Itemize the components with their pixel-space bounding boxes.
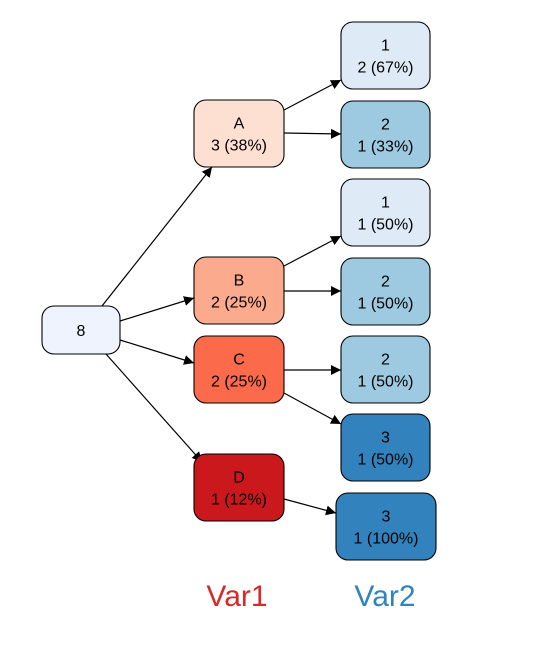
var1-node-d-box	[193, 453, 285, 522]
edge-a-to-1	[283, 79, 342, 111]
edge-root-to-a	[101, 166, 213, 307]
var1-node-b-box	[193, 256, 285, 325]
var2-node-d-3-box	[335, 492, 437, 561]
root-node-box	[41, 305, 121, 355]
var1-node-c: C 2 (25%)	[193, 335, 285, 404]
var1-node-b: B 2 (25%)	[193, 256, 285, 325]
root-node: 8	[41, 305, 121, 355]
edge-c-to-3	[283, 392, 342, 425]
var2-node-b-1-label: 1	[381, 195, 390, 212]
edge-root-to-b	[119, 296, 195, 322]
edge-d-to-3	[283, 498, 337, 516]
edge-layer	[101, 79, 342, 516]
root-node-label: 8	[77, 323, 86, 340]
var2-node-d-3-count: 1 (100%)	[354, 531, 419, 548]
var1-node-a-count: 3 (38%)	[211, 138, 267, 155]
edge-root-to-c	[119, 339, 195, 365]
var1-node-d-label: D	[233, 470, 245, 487]
var2-node-d-3-label: 3	[382, 509, 391, 526]
var1-node-c-count: 2 (25%)	[211, 374, 267, 391]
var1-node-a-label: A	[234, 116, 245, 133]
edge-b-to-1	[283, 235, 342, 267]
edge-a-to-2	[283, 128, 342, 139]
var1-axis-label: Var1	[206, 580, 267, 613]
var2-node-b-2-label: 2	[381, 274, 390, 291]
var1-node-a: A 3 (38%)	[193, 99, 285, 168]
var2-node-c-3-count: 1 (50%)	[357, 452, 413, 469]
var2-axis-label: Var2	[354, 580, 415, 613]
var2-node-a-1-count: 2 (67%)	[357, 60, 413, 77]
var2-node-c-2-label: 2	[381, 352, 390, 369]
var2-node-b-2: 2 1 (50%)	[340, 257, 431, 326]
var2-node-a-2-box	[340, 100, 431, 169]
var2-node-a-2-label: 2	[381, 117, 390, 134]
var1-node-d: D 1 (12%)	[193, 453, 285, 522]
var2-node-c-3-box	[340, 413, 431, 482]
node-layer: 8 A 3 (38%) B 2 (25%) C 2 (25%) D 1 (12%) 1 2 (67%…	[41, 21, 437, 561]
var2-node-b-1-count: 1 (50%)	[357, 217, 413, 234]
var1-node-b-count: 2 (25%)	[211, 295, 267, 312]
var2-node-b-1-box	[340, 178, 431, 247]
var1-node-b-label: B	[234, 273, 245, 290]
var2-node-d-3: 3 1 (100%)	[335, 492, 437, 561]
var1-node-c-label: C	[233, 352, 245, 369]
edge-root-to-d	[105, 353, 203, 463]
var2-node-c-2-box	[340, 335, 431, 404]
var2-node-a-1: 1 2 (67%)	[340, 21, 431, 90]
var2-node-a-2: 2 1 (33%)	[340, 100, 431, 169]
var1-node-c-box	[193, 335, 285, 404]
var1-node-a-box	[193, 99, 285, 168]
var2-node-b-2-count: 1 (50%)	[357, 296, 413, 313]
var2-node-c-2: 2 1 (50%)	[340, 335, 431, 404]
var2-node-b-2-box	[340, 257, 431, 326]
var2-node-a-1-label: 1	[381, 38, 390, 55]
var2-node-c-2-count: 1 (50%)	[357, 374, 413, 391]
var2-node-c-3-label: 3	[381, 430, 390, 447]
var2-node-c-3: 3 1 (50%)	[340, 413, 431, 482]
var2-node-a-1-box	[340, 21, 431, 90]
var1-node-d-count: 1 (12%)	[211, 492, 267, 509]
var2-node-b-1: 1 1 (50%)	[340, 178, 431, 247]
var2-node-a-2-count: 1 (33%)	[357, 139, 413, 156]
